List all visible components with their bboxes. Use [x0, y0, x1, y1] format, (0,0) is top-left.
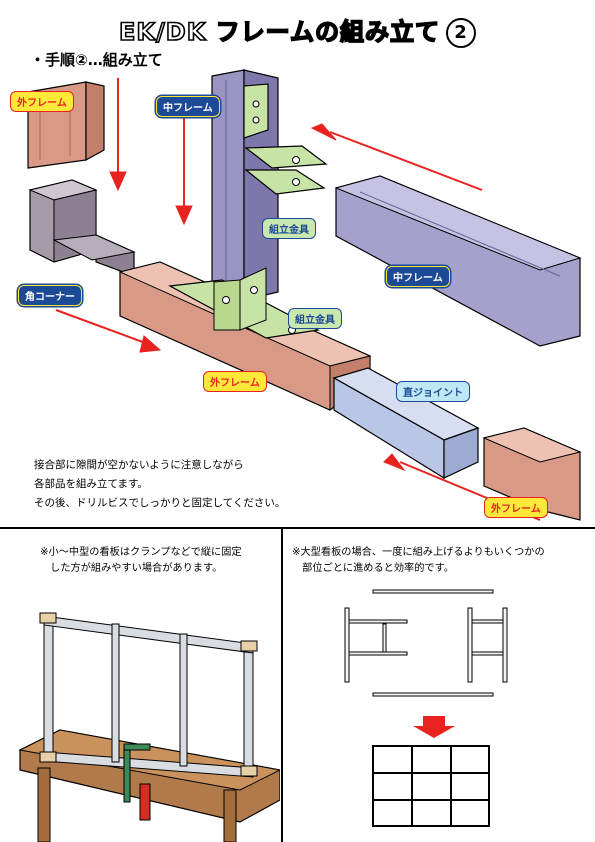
label-outer-frame-top-left: 外フレーム	[10, 91, 74, 112]
clamped-frame-illustration	[18, 612, 280, 842]
note-left: ※小～中型の看板はクランプなどで縦に固定 した方が組みやすい場合があります。	[40, 545, 242, 577]
vertical-divider	[281, 529, 283, 842]
note-left-line: ※小～中型の看板はクランプなどで縦に固定	[40, 547, 242, 558]
instruction-line: 接合部に隙間が空かないように注意しながら	[34, 459, 244, 471]
instructions: 接合部に隙間が空かないように注意しながら 各部品を組み立てます。 その後、ドリル…	[34, 456, 285, 513]
title-step-number: 2	[445, 18, 476, 48]
label-middle-frame-vertical: 中フレーム	[156, 96, 220, 117]
horizontal-divider	[0, 527, 595, 529]
upper-brackets	[243, 83, 328, 195]
instruction-line: その後、ドリルビスでしっかりと固定してください。	[34, 497, 286, 509]
note-right-line: ※大型看板の場合、一度に組み上げるよりもいくつかの	[292, 547, 545, 558]
staged-assembly-illustration	[344, 589, 508, 827]
note-left-line: した方が組みやすい場合があります。	[40, 563, 223, 574]
instruction-line: 各部品を組み立てます。	[34, 478, 148, 490]
step-heading: ・手順②…組み立て	[30, 51, 163, 69]
assembly-illustration	[27, 69, 582, 521]
label-assembly-bracket-upper: 組立金具	[262, 218, 316, 239]
middle-frame-horizontal-part	[334, 175, 582, 347]
label-outer-frame-right: 外フレーム	[484, 497, 548, 518]
label-outer-frame-center: 外フレーム	[203, 371, 267, 392]
label-corner: 角コーナー	[18, 285, 82, 306]
corner-piece	[28, 179, 136, 277]
lower-bracket	[168, 267, 320, 339]
note-right: ※大型看板の場合、一度に組み上げるよりもいくつかの 部位ごとに進めると効率的です…	[292, 545, 545, 577]
direction-arrows	[55, 78, 541, 521]
label-straight-joint: 直ジョイント	[396, 381, 470, 402]
outer-frame-right-part	[482, 427, 582, 521]
straight-joint-part	[332, 367, 480, 480]
label-assembly-bracket-lower: 組立金具	[288, 308, 342, 329]
label-middle-frame-horizontal: 中フレーム	[386, 266, 450, 287]
title-text: EK/DK フレームの組み立て	[118, 17, 440, 47]
note-right-line: 部位ごとに進めると効率的です。	[292, 563, 454, 574]
